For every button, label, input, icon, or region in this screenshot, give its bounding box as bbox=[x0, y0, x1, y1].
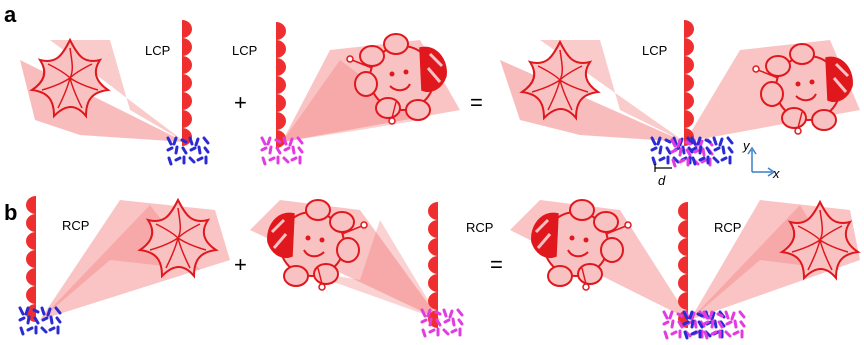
pol-label-rcp: RCP bbox=[714, 220, 741, 235]
equals-sign: = bbox=[490, 252, 503, 277]
lcp-helix-icon bbox=[684, 20, 694, 146]
rcp-helix-icon bbox=[26, 196, 36, 322]
panel-a-left-hologram: LCP bbox=[20, 20, 210, 166]
panel-b-left-hologram: RCP bbox=[18, 196, 230, 336]
plus-sign: + bbox=[234, 252, 247, 277]
lcp-helix-icon bbox=[182, 20, 192, 146]
panel-a-right-hologram: LCP d bbox=[500, 20, 860, 188]
metasurface-magenta bbox=[420, 308, 464, 338]
pol-label-rcp: RCP bbox=[466, 220, 493, 235]
axis-y-label: y bbox=[742, 138, 751, 153]
pol-label-rcp: RCP bbox=[62, 218, 89, 233]
panel-b-right-hologram: RCP bbox=[510, 198, 860, 340]
equals-sign: = bbox=[470, 90, 483, 115]
lcp-helix-icon bbox=[276, 22, 286, 148]
axes-indicator: y x bbox=[742, 138, 780, 181]
pol-label-lcp: LCP bbox=[642, 43, 667, 58]
axis-x-label: x bbox=[772, 166, 780, 181]
panel-letter-a: a bbox=[4, 2, 17, 27]
period-label: d bbox=[658, 173, 666, 188]
panel-a-middle-hologram: LCP bbox=[232, 22, 460, 166]
pol-label-lcp: LCP bbox=[145, 43, 170, 58]
plus-sign: + bbox=[234, 90, 247, 115]
pol-label-lcp: LCP bbox=[232, 43, 257, 58]
panel-letter-b: b bbox=[4, 200, 17, 225]
panel-b-middle-hologram: RCP bbox=[250, 198, 493, 338]
